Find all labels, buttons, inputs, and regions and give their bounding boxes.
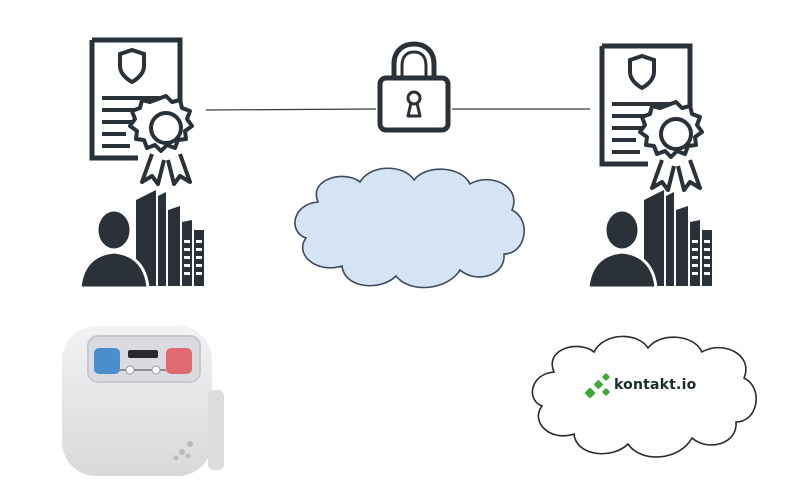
kontakt-logo-text: kontakt.io (614, 377, 697, 393)
left-certificate-icon (86, 36, 210, 186)
network-cloud-icon (286, 158, 532, 298)
service-cloud-icon (528, 324, 764, 468)
kontakt-logo-mark (584, 373, 610, 399)
padlock-icon (374, 40, 454, 134)
kontakt-logo: kontakt.io (584, 372, 714, 402)
left-person-buildings-icon (80, 186, 206, 290)
left-connection-line (205, 108, 377, 111)
beacon-hub-device (58, 320, 228, 482)
right-certificate-icon (596, 42, 720, 192)
right-person-buildings-icon (588, 186, 714, 290)
